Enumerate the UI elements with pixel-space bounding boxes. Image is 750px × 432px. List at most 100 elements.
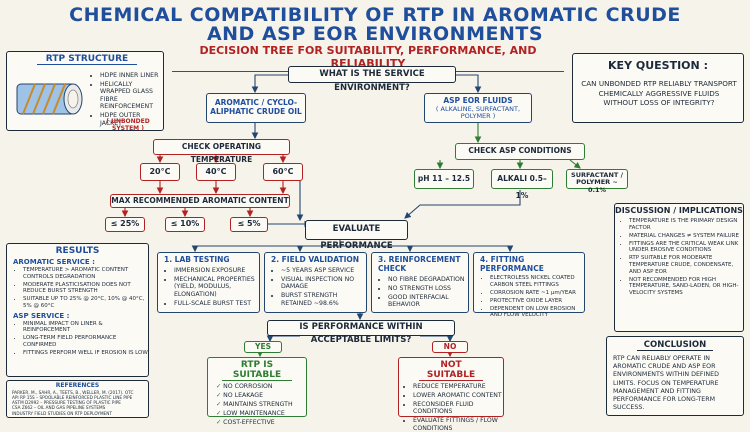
- no-box: NO: [432, 341, 468, 353]
- pipe-cross-section-icon: [16, 83, 83, 115]
- list-item: DEPENDENT ON LOW EROSION AND FLOW VELOCI…: [490, 306, 584, 319]
- reference-item: CSA Z662 – OIL AND GAS PIPELINE SYSTEMS: [12, 405, 106, 411]
- conclusion-panel: CONCLUSION RTP CAN RELIABLY OPERATE IN A…: [606, 336, 744, 416]
- results-asp-title: ASP SERVICE :: [13, 311, 70, 320]
- test-field-list: ~5 YEARS ASP SERVICE VISUAL INSPECTION N…: [265, 267, 366, 307]
- suitable-title: RTP IS SUITABLE: [222, 358, 292, 381]
- results-asp-list: MINIMAL IMPACT ON LINER & REINFORCEMENT …: [7, 321, 148, 357]
- list-item: ✓ MAINTAINS STRENGTH: [216, 401, 306, 408]
- test-fitting-list: ELECTROLESS NICKEL COATED CARBON STEEL F…: [474, 275, 584, 319]
- connector-lines: [121, 74, 581, 358]
- temp-60-label: 60°C: [272, 167, 294, 176]
- list-item: REDUCE TEMPERATURE: [413, 383, 503, 390]
- list-item: NO FIBRE DEGRADATION: [388, 276, 468, 283]
- list-item: FITTINGS ARE THE CRITICAL WEAK LINK UNDE…: [629, 241, 740, 254]
- list-item: ✓ NO CORROSION: [216, 383, 306, 390]
- limit-25-label: ≤ 25%: [110, 219, 140, 228]
- list-item: GOOD INTERFACIAL BEHAVIOR: [388, 294, 468, 309]
- list-item: MINIMAL IMPACT ON LINER & REINFORCEMENT: [23, 321, 148, 334]
- asp-alkali-box: ALKALI 0.5–1%: [491, 169, 553, 200]
- check-asp-label: CHECK ASP CONDITIONS: [468, 146, 572, 155]
- results-aromatic-list: TEMPERATURE > AROMATIC CONTENT CONTROLS …: [7, 267, 148, 310]
- results-title: RESULTS: [55, 246, 100, 256]
- list-item: VISUAL INSPECTION NO DAMAGE: [281, 276, 366, 291]
- list-item: LOWER AROMATIC CONTENT: [413, 392, 503, 399]
- list-item: MODERATE PLASTICISATION DOES NOT REDUCE …: [23, 282, 148, 295]
- not-suitable-title: NOT SUITABLE: [419, 358, 483, 381]
- suitable-item: MAINTAINS STRENGTH: [223, 400, 293, 408]
- test-lab-box: 1. LAB TESTING IMMERSION EXPOSURE MECHAN…: [157, 252, 260, 313]
- conclusion-text: RTP CAN RELIABLY OPERATE IN AROMATIC CRU…: [613, 355, 719, 412]
- temp-40-label: 40°C: [205, 167, 227, 176]
- not-suitable-list: REDUCE TEMPERATURE LOWER AROMATIC CONTEN…: [399, 383, 503, 432]
- acceptable-question-text: IS PERFORMANCE WITHIN ACCEPTABLE LIMITS?: [299, 322, 423, 345]
- check-temperature-box: CHECK OPERATING TEMPERATURE: [153, 139, 290, 164]
- list-item: TEMPERATURE IS THE PRIMARY DESIGN FACTOR: [629, 218, 740, 231]
- acceptable-question-box: IS PERFORMANCE WITHIN ACCEPTABLE LIMITS?: [267, 320, 455, 345]
- asp-ph-label: pH 11 – 12.5: [417, 174, 471, 183]
- aromatic-branch-box: AROMATIC / CYCLO-ALIPHATIC CRUDE OIL: [206, 93, 306, 123]
- limit-5-box: ≤ 5%: [230, 217, 268, 232]
- test-reinforcement-title: 3. REINFORCEMENT CHECK: [378, 255, 461, 273]
- evaluate-performance-label: EVALUATE PERFORMANCE: [320, 224, 393, 251]
- check-icon: ✓: [216, 409, 224, 417]
- key-question-title: KEY QUESTION :: [608, 59, 708, 72]
- key-question-text: CAN UNBONDED RTP RELIABLY TRANSPORT CHEM…: [581, 79, 737, 108]
- temp-20-box: 20°C: [140, 163, 180, 181]
- suitable-panel: RTP IS SUITABLE ✓ NO CORROSION ✓ NO LEAK…: [207, 357, 307, 426]
- reference-item: INDUSTRY FIELD STUDIES ON RTP DEPLOYMENT: [12, 410, 112, 416]
- rtp-structure-title: RTP STRUCTURE: [37, 54, 137, 65]
- suitable-item: COST-EFFECTIVE: [223, 418, 275, 426]
- list-item: NO STRENGTH LOSS: [388, 285, 468, 292]
- list-item: LONG-TERM FIELD PERFORMANCE CONFIRMED: [23, 335, 148, 348]
- limit-25-box: ≤ 25%: [105, 217, 145, 232]
- check-icon: ✓: [216, 383, 224, 390]
- list-item: ✓ NO LEAKAGE: [216, 392, 306, 399]
- root-question-box: WHAT IS THE SERVICE ENVIRONMENT?: [288, 66, 456, 93]
- yes-label: YES: [255, 342, 271, 351]
- rtp-structure-list: HDPE INNER LINER HELICALLY WRAPPED GLASS…: [89, 72, 163, 129]
- limit-10-box: ≤ 10%: [165, 217, 205, 232]
- suitable-list: ✓ NO CORROSION ✓ NO LEAKAGE ✓ MAINTAINS …: [208, 383, 306, 426]
- max-aromatic-content-box: MAX RECOMMENDED AROMATIC CONTENT: [110, 194, 290, 208]
- list-item: EVALUATE FITTINGS / FLOW CONDITIONS: [413, 417, 503, 432]
- list-item: FITTINGS PERFORM WELL IF EROSION IS LOW: [23, 350, 148, 357]
- rtp-item-reinforcement: HELICALLY WRAPPED GLASS FIBRE REINFORCEM…: [100, 81, 163, 111]
- asp-branch-box: ASP EOR FLUIDS ( ALKALINE, SURFACTANT, P…: [424, 93, 532, 123]
- list-item: IMMERSION EXPOSURE: [174, 267, 259, 274]
- temp-60-box: 60°C: [263, 163, 303, 181]
- list-item: TEMPERATURE > AROMATIC CONTENT CONTROLS …: [23, 267, 148, 280]
- discussion-list: TEMPERATURE IS THE PRIMARY DESIGN FACTOR…: [615, 218, 743, 297]
- list-item: ~5 YEARS ASP SERVICE: [281, 267, 366, 274]
- suitable-item: LOW MAINTENANCE: [223, 409, 285, 417]
- list-item: RECONSIDER FLUID CONDITIONS: [413, 401, 503, 416]
- test-field-title: 2. FIELD VALIDATION: [271, 255, 360, 264]
- check-asp-box: CHECK ASP CONDITIONS: [455, 143, 585, 160]
- temp-20-label: 20°C: [149, 167, 171, 176]
- yes-box: YES: [244, 341, 282, 353]
- list-item: MATERIAL CHANGES ≠ SYSTEM FAILURE: [629, 233, 740, 240]
- test-reinforcement-box: 3. REINFORCEMENT CHECK NO FIBRE DEGRADAT…: [371, 252, 469, 313]
- asp-ph-box: pH 11 – 12.5: [414, 169, 474, 189]
- rtp-item-liner: HDPE INNER LINER: [100, 72, 163, 79]
- list-item: SUITABLE UP TO 25% @ 20°C, 10% @ 40°C, 5…: [23, 296, 148, 309]
- list-item: CORROSION RATE ~1 µm/YEAR: [490, 290, 584, 297]
- test-field-box: 2. FIELD VALIDATION ~5 YEARS ASP SERVICE…: [264, 252, 367, 313]
- list-item: BURST STRENGTH RETAINED ~98.6%: [281, 292, 366, 307]
- not-suitable-panel: NOT SUITABLE REDUCE TEMPERATURE LOWER AR…: [398, 357, 504, 432]
- list-item: FULL-SCALE BURST TEST: [174, 300, 259, 307]
- list-item: ELECTROLESS NICKEL COATED CARBON STEEL F…: [490, 275, 584, 288]
- asp-surfactant-label: SURFACTANT / POLYMER ~ 0.1%: [571, 171, 623, 194]
- list-item: PROTECTIVE OXIDE LAYER: [490, 298, 584, 305]
- page-title-line1: CHEMICAL COMPATIBILITY OF RTP IN AROMATI…: [69, 4, 681, 26]
- discussion-panel: DISCUSSION / IMPLICATIONS TEMPERATURE IS…: [614, 203, 744, 332]
- temp-40-box: 40°C: [196, 163, 236, 181]
- test-lab-title: 1. LAB TESTING: [164, 255, 230, 264]
- check-icon: ✓: [216, 400, 224, 408]
- asp-branch-sub: ( ALKALINE, SURFACTANT, POLYMER ): [435, 104, 521, 121]
- list-item: MECHANICAL PROPERTIES (YIELD, MODULUS, E…: [174, 276, 259, 298]
- check-icon: ✓: [216, 391, 224, 399]
- no-label: NO: [443, 342, 457, 351]
- aromatic-branch-label: AROMATIC / CYCLO-ALIPHATIC CRUDE OIL: [210, 98, 302, 116]
- references-title: REFERENCES: [55, 382, 100, 389]
